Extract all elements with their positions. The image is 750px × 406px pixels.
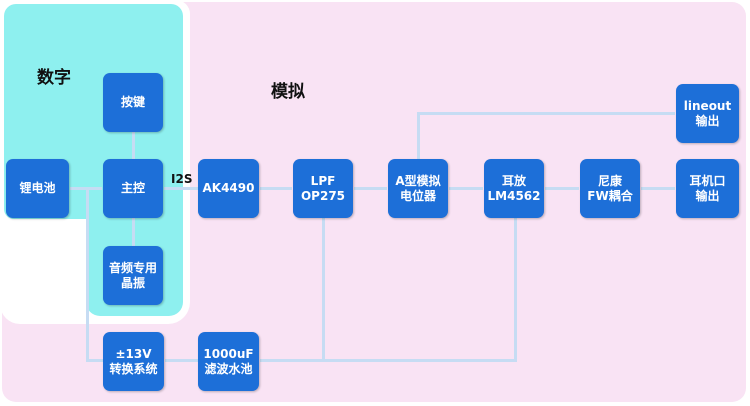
connector-i2s [164,187,198,190]
power-line-converter-to-capacitor [165,359,198,362]
connector-keys-to-main [132,132,135,160]
volume-potentiometer-block: A型模拟 电位器 [388,159,448,218]
digital-region-label: 数字 [37,68,71,88]
connector-main-to-crystal [132,218,135,246]
connector-coupling-to-headphone [641,187,675,190]
power-bus [260,359,517,362]
audio-crystal-block: 音频专用 晶振 [103,246,163,305]
connector-pot-up [417,112,420,160]
power-line-to-amp [514,218,517,361]
lpf-block: LPF OP275 [293,159,353,218]
power-line-battery-down [86,187,89,361]
connector-to-lineout [417,112,675,115]
lineout-block: lineout 输出 [676,84,739,143]
connector-ak4490-to-lpf [260,187,292,190]
main-control-block: 主控 [103,159,163,218]
power-line-to-lpf [322,218,325,361]
headphone-amp-block: 耳放 LM4562 [484,159,544,218]
connector-amp-to-coupling [545,187,579,190]
i2s-label: I2S [171,172,193,186]
capacitor-pool-block: 1000uF 滤波水池 [198,332,259,391]
headphone-out-block: 耳机口 输出 [676,159,739,218]
power-line-to-converter [86,359,103,362]
coupling-block: 尼康 FW耦合 [580,159,640,218]
converter-block: ±13V 转换系统 [103,332,164,391]
analog-region-label: 模拟 [271,82,305,102]
connector-lpf-to-pot [354,187,387,190]
ak4490-block: AK4490 [198,159,259,218]
keys-block: 按键 [103,73,163,132]
connector-pot-to-amp [449,187,483,190]
lithium-battery-block: 锂电池 [6,159,69,218]
